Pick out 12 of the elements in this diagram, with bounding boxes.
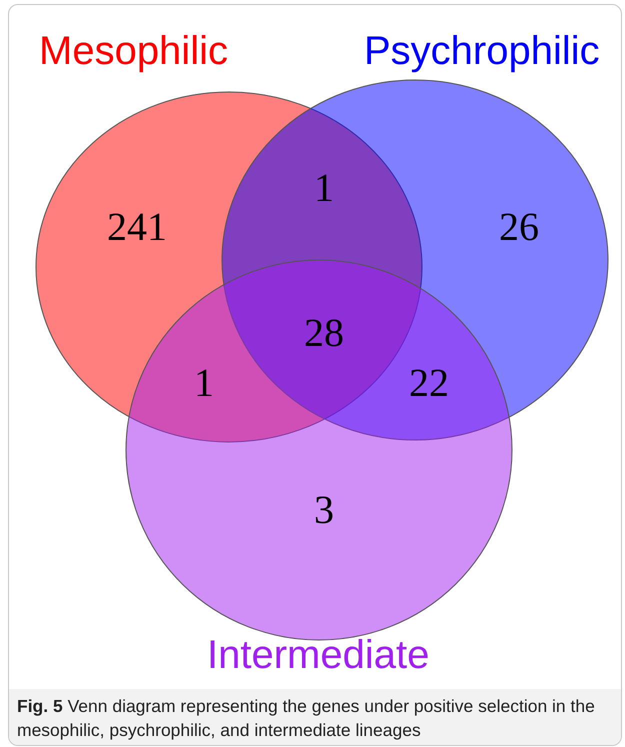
count-label: 1 [194,363,214,403]
figure-caption: Fig. 5 Venn diagram representing the genes under positive selection in the mesophilic, psychrophilic, and intermediate lineages [17,696,595,740]
count-label: 26 [499,207,539,247]
set-circle [126,260,512,640]
count-label: 1 [314,168,334,208]
count-label: 3 [314,490,334,530]
count-label: 241 [107,207,167,247]
set-label: Psychrophilic [364,31,600,71]
count-label: 22 [409,363,449,403]
set-label: Intermediate [207,635,430,675]
count-label: 28 [304,313,344,353]
set-label: Mesophilic [39,31,228,71]
